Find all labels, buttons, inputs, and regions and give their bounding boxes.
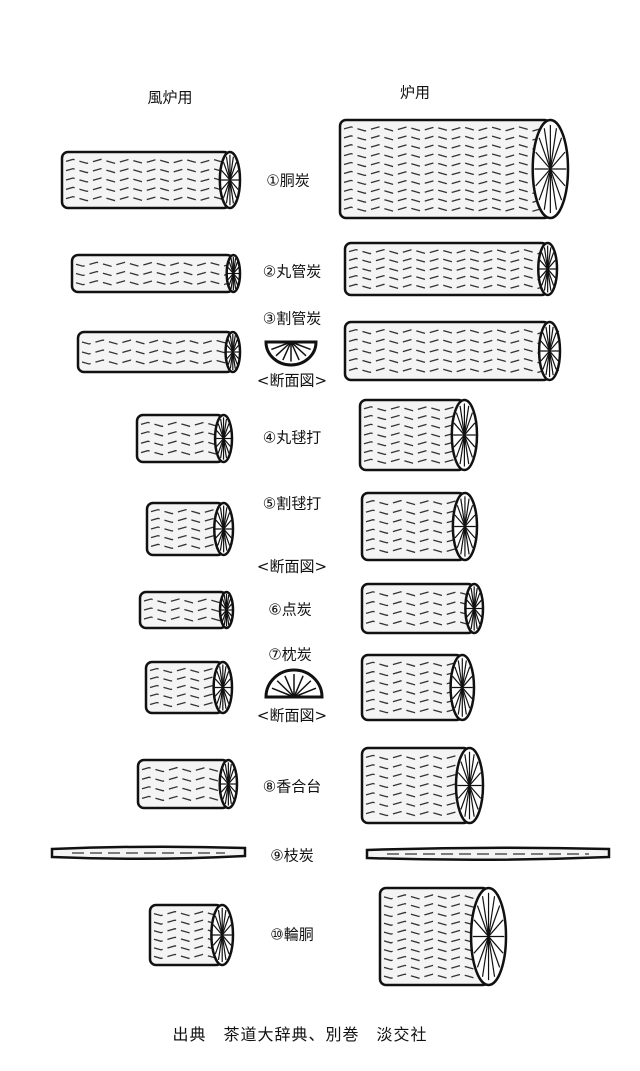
ro-edazumi: [365, 846, 611, 862]
label-makurazumi: ⑦枕炭: [268, 645, 312, 664]
label-wado: ⑩輪胴: [270, 925, 314, 944]
label-marukudazumi: ②丸管炭: [262, 262, 322, 281]
header-furo: 風炉用: [147, 88, 193, 107]
label-tenzumi: ⑥点炭: [268, 600, 312, 619]
ro-tenzumi: [360, 582, 485, 635]
label-dosumi: ①胴炭: [266, 171, 310, 190]
furo-edazumi: [50, 845, 247, 861]
furo-dosumi: [60, 150, 242, 210]
label-warigicchou: ⑤割毬打: [262, 494, 322, 513]
ro-warigicchou: [360, 491, 479, 562]
warikudazumi-cross-section: [264, 340, 318, 367]
furo-warigicchou: [145, 501, 235, 557]
section-label-3: <断面図>: [256, 371, 328, 390]
ro-marugicchou: [358, 398, 479, 472]
furo-makurazumi: [144, 660, 234, 715]
label-kougoudai: ⑧香合台: [262, 777, 322, 796]
label-warikudazumi: ③割管炭: [262, 309, 322, 328]
furo-kougoudai: [136, 758, 239, 810]
makurazumi-cross-section: [264, 668, 324, 699]
section-label-5: <断面図>: [256, 557, 328, 576]
furo-warikudazumi: [76, 330, 242, 374]
ro-dosumi: [338, 118, 570, 220]
ro-makurazumi: [360, 653, 476, 722]
ro-kougoudai: [360, 746, 485, 825]
ro-marukudazumi: [343, 241, 559, 297]
label-marugicchou: ④丸毬打: [262, 428, 322, 447]
ro-warikudazumi: [343, 320, 562, 382]
label-edazumi: ⑨枝炭: [270, 846, 314, 865]
ro-wado: [378, 886, 508, 987]
source-credit: 出典 茶道大辞典、別巻 淡交社: [172, 1025, 428, 1044]
furo-marugicchou: [135, 413, 234, 464]
header-ro: 炉用: [399, 83, 431, 102]
furo-marukudazumi: [70, 253, 242, 294]
section-label-7: <断面図>: [256, 706, 328, 725]
furo-tenzumi: [138, 590, 235, 630]
furo-wado: [148, 903, 235, 967]
